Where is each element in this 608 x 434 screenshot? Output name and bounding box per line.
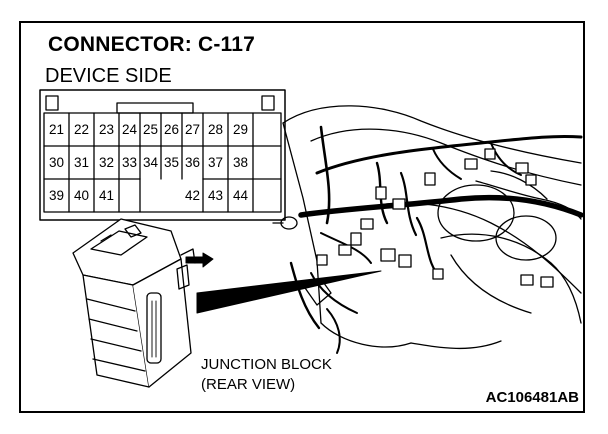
connector-title: CONNECTOR: C-117 <box>48 33 256 56</box>
component-view: (REAR VIEW) <box>201 376 296 393</box>
connector-view-label: DEVICE SIDE <box>45 65 172 87</box>
connector-c117-face <box>39 89 286 221</box>
junction-block-illustration <box>72 218 196 388</box>
location-pointer <box>196 270 382 314</box>
dashboard-illustration <box>272 105 583 354</box>
junction-block-diagram-art <box>39 89 583 388</box>
figure-code: AC106481AB <box>485 389 579 406</box>
component-name: JUNCTION BLOCK <box>201 356 332 373</box>
component-label: JUNCTION BLOCK (REAR VIEW) <box>201 355 332 395</box>
connector-arrow <box>185 252 214 268</box>
pointer-arrows <box>185 252 382 314</box>
